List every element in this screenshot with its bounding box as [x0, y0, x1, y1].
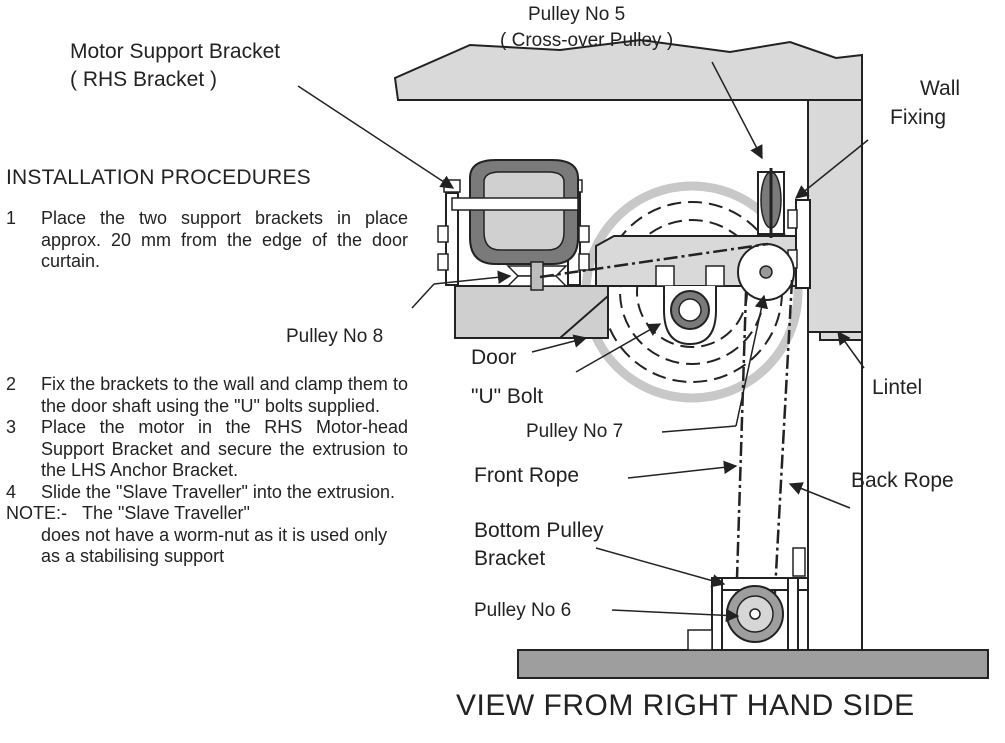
wall-fixing-label-line1: Wall [920, 77, 961, 100]
motor-support-bracket [437, 159, 609, 339]
step-number: 1 [6, 208, 17, 228]
back-rope-line [772, 279, 794, 611]
front-rope-label: Front Rope [474, 464, 580, 487]
note-text-rest: does not have a worm-nut as it is used o… [41, 524, 388, 567]
lintel-label: Lintel [872, 376, 923, 399]
note-first-line: NOTE:- The "Slave Traveller" [6, 503, 408, 525]
installation-step-3: 3 Place the motor in the RHS Motor-head … [6, 417, 408, 482]
step-text: Place the motor in the RHS Motor-head Su… [41, 417, 408, 480]
step-text: Fix the brackets to the wall and clamp t… [41, 374, 408, 416]
installation-procedures-heading: INSTALLATION PROCEDURES [6, 166, 311, 189]
top-rope [539, 242, 769, 279]
front-rope-line [734, 291, 748, 611]
step-number: 2 [6, 374, 17, 394]
note-text-line1: The "Slave Traveller" [82, 503, 250, 523]
installation-step-1: 1 Place the two support brackets in plac… [6, 208, 408, 273]
note-label: NOTE:- [6, 503, 67, 523]
motor-support-bracket-sublabel: ( RHS Bracket ) [70, 68, 218, 91]
installation-step-2: 2 Fix the brackets to the wall and clamp… [6, 374, 408, 417]
installation-step-4: 4 Slide the "Slave Traveller" into the e… [6, 482, 408, 504]
pulley-no-6-label: Pulley No 6 [474, 600, 572, 621]
pulley-no-6-drawing [726, 585, 784, 643]
pulley-no-8-label: Pulley No 8 [286, 326, 384, 347]
motor-support-bracket-label: Motor Support Bracket [70, 40, 281, 63]
pulley-no-8-drawing [506, 261, 568, 291]
pulley-no-7-label: Pulley No 7 [526, 421, 624, 442]
wall-slab [807, 99, 863, 333]
bottom-pulley-bracket-drawing [687, 547, 809, 651]
step-number: 4 [6, 481, 17, 502]
bottom-pulley-bracket-label-line1: Bottom Pulley [474, 519, 604, 542]
pulley-no-5-drawing [757, 168, 785, 238]
view-title: VIEW FROM RIGHT HAND SIDE [456, 689, 915, 722]
pulley-no-7-drawing [737, 243, 795, 301]
installation-steps-list: 2 Fix the brackets to the wall and clamp… [6, 374, 408, 568]
back-rope-label: Back Rope [851, 469, 954, 492]
wall-fixing-plate [795, 199, 811, 289]
pulley-no-5-sublabel: ( Cross-over Pulley ) [500, 30, 674, 51]
door-label: Door [471, 346, 517, 369]
leader-lines [297, 61, 869, 623]
u-bolt-label: "U" Bolt [471, 385, 544, 408]
floor-slab [517, 649, 989, 679]
wall-fixing-label-line2: Fixing [890, 106, 947, 129]
pulley-no-5-label: Pulley No 5 [528, 4, 626, 25]
installation-note: NOTE:- The "Slave Traveller" does not ha… [6, 503, 408, 568]
step-text: Place the two support brackets in place … [41, 208, 408, 271]
bottom-pulley-bracket-label-line2: Bracket [474, 547, 546, 570]
motor-bracket-base [454, 285, 609, 339]
step-number: 3 [6, 417, 17, 437]
step-text: Slide the "Slave Traveller" into the ext… [41, 481, 395, 502]
u-bolt-drawing [663, 286, 717, 346]
ropes [539, 242, 794, 611]
